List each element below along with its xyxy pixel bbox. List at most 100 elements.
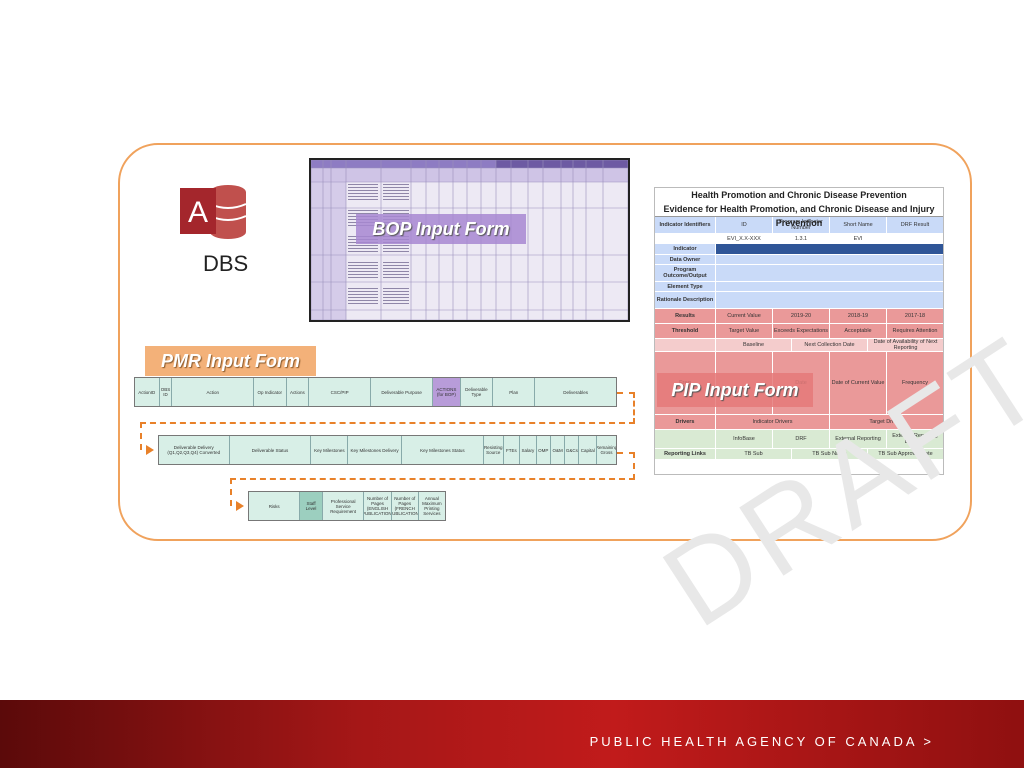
bop-text-line xyxy=(348,193,378,194)
pip-cell: Acceptable xyxy=(829,324,886,338)
bop-text-line xyxy=(348,300,378,301)
pip-cell: TB Sub xyxy=(715,449,791,459)
bop-text-line xyxy=(348,268,378,269)
pip-row-label xyxy=(655,234,715,243)
pip-row-label: Drivers xyxy=(675,419,695,425)
pmr-column-header: Number of Pages (FRENCH PUBLICATION) xyxy=(392,492,419,520)
bop-text-line xyxy=(383,291,409,292)
connector-1-h xyxy=(617,392,635,394)
bop-text-line xyxy=(348,210,378,211)
pip-cell xyxy=(715,292,943,308)
pip-cell: Current Value xyxy=(715,309,772,323)
pip-cell xyxy=(715,282,943,291)
bop-text-line xyxy=(383,268,409,269)
pip-cell: Target Value xyxy=(715,324,772,338)
content-frame xyxy=(118,143,972,541)
pip-cell: Frequency xyxy=(886,352,943,414)
pip-cell: 2019-20 xyxy=(772,309,829,323)
pip-subtitle: Evidence for Health Promotion, and Chron… xyxy=(655,202,943,228)
footer-agency-name: PUBLIC HEALTH AGENCY OF CANADA > xyxy=(589,734,934,749)
pmr-column-header: FTEs xyxy=(504,436,521,464)
pip-cell: 2017-18 xyxy=(886,309,943,323)
bop-text-line xyxy=(383,265,409,266)
pmr-column-header: Salary xyxy=(520,436,537,464)
pmr-column-header: Deliverable Status xyxy=(230,436,312,464)
bop-grid xyxy=(311,160,628,320)
pmr-column-header: OMP xyxy=(537,436,551,464)
pip-row-label: Program Outcome/Output xyxy=(663,267,707,279)
bop-text-line xyxy=(383,271,409,272)
connector-1-v xyxy=(633,392,635,424)
pmr-column-header: Action xyxy=(172,378,255,406)
pmr-column-header: Deliverable Type xyxy=(461,378,494,406)
bop-text-line xyxy=(348,245,378,246)
bop-text-line xyxy=(348,274,378,275)
pmr-column-header: Remaining Gross xyxy=(597,445,616,455)
bop-text-line xyxy=(348,271,378,272)
pip-row-label: Data Owner xyxy=(669,256,701,263)
connector-1-back xyxy=(140,422,635,424)
pip-cell: ID xyxy=(715,217,772,233)
bop-text-line xyxy=(383,294,409,295)
bop-text-line xyxy=(383,274,409,275)
arrow-right-icon xyxy=(236,501,244,511)
pmr-column-header: Resisting Source xyxy=(484,436,504,464)
pip-cell: DRF xyxy=(772,430,829,448)
bop-text-line xyxy=(383,248,409,249)
bop-text-line xyxy=(383,297,409,298)
pip-cell xyxy=(715,244,943,254)
connector-2-v xyxy=(633,452,635,480)
svg-text:A: A xyxy=(188,196,208,229)
bop-text-line xyxy=(348,187,378,188)
pip-cell: Date of Current Value xyxy=(829,352,886,414)
bop-text-line xyxy=(383,213,409,214)
bop-text-line xyxy=(383,300,409,301)
bop-text-line xyxy=(348,265,378,266)
pip-cell: Date of Availability of Next Reporting xyxy=(867,339,943,351)
bop-text-line xyxy=(348,213,378,214)
bop-text-line xyxy=(383,196,409,197)
pip-cell: InfoBase xyxy=(715,430,772,448)
pmr-column-header: Op Indicator xyxy=(254,378,287,406)
connector-2-down xyxy=(230,478,232,506)
bop-text-line xyxy=(383,187,409,188)
bop-text-line xyxy=(383,190,409,191)
pip-cell: 1.3.1 xyxy=(772,234,829,243)
pip-row-label: Indicator xyxy=(673,246,697,252)
bop-text-line xyxy=(383,277,409,278)
pmr-strip-2: Deliverable Delivery (Q1,Q2,Q3,Q4) Conve… xyxy=(158,435,617,465)
bop-text-line xyxy=(383,184,409,185)
pip-cell: Requires Attention xyxy=(886,324,943,338)
bop-text-line xyxy=(383,288,409,289)
bop-text-line xyxy=(348,288,378,289)
pip-cell: EVI xyxy=(829,234,886,243)
bop-text-line xyxy=(348,199,378,200)
bop-text-line xyxy=(348,291,378,292)
pip-cell: DRF Result xyxy=(886,217,943,233)
pip-cell xyxy=(715,265,943,281)
pip-cell: Program Indicator Number xyxy=(772,217,829,233)
pip-cell: External Reporting xyxy=(829,430,886,448)
pmr-column-header: Risks xyxy=(249,492,301,520)
pip-cell: Next Collection Date xyxy=(791,339,867,351)
pmr-column-header: Annual Maximum Printing Services xyxy=(422,496,442,516)
pmr-column-header: Professional Service Requirement xyxy=(323,492,365,520)
pip-cell: Indicator Drivers xyxy=(715,415,829,429)
pip-row: Rationale Description xyxy=(655,292,943,309)
pmr-input-form-label: PMR Input Form xyxy=(145,346,316,376)
pmr-column-header: O&M xyxy=(551,436,566,464)
bop-text-line xyxy=(348,251,378,252)
pip-cell xyxy=(715,255,943,264)
pip-row: Program Outcome/Output xyxy=(655,265,943,282)
dbs-label: DBS xyxy=(203,251,249,276)
pip-row: Data Owner xyxy=(655,255,943,265)
bop-text-line xyxy=(383,303,409,304)
pmr-column-header: Deliverable Delivery (Q1,Q2,Q3,Q4) Conve… xyxy=(159,436,230,464)
